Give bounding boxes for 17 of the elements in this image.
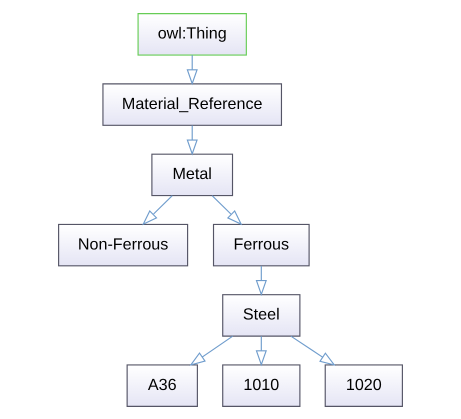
arrow <box>256 265 267 296</box>
arrow <box>290 335 336 366</box>
node-box: owl:Thing <box>138 12 247 56</box>
arrow <box>189 335 233 366</box>
node-box: Steel <box>222 294 300 336</box>
node-box: Metal <box>151 153 234 196</box>
arrow <box>256 336 267 366</box>
arrow <box>186 54 198 85</box>
arrow <box>186 124 198 156</box>
node-box: 1010 <box>222 364 300 406</box>
node-box: A36 <box>126 364 198 406</box>
arrow <box>142 194 173 225</box>
node-box: Ferrous <box>212 223 310 266</box>
arrow <box>212 194 242 225</box>
node-box: Non-Ferrous <box>58 223 188 266</box>
node-box: 1020 <box>324 364 403 406</box>
node-box: Material_Reference <box>102 82 282 126</box>
